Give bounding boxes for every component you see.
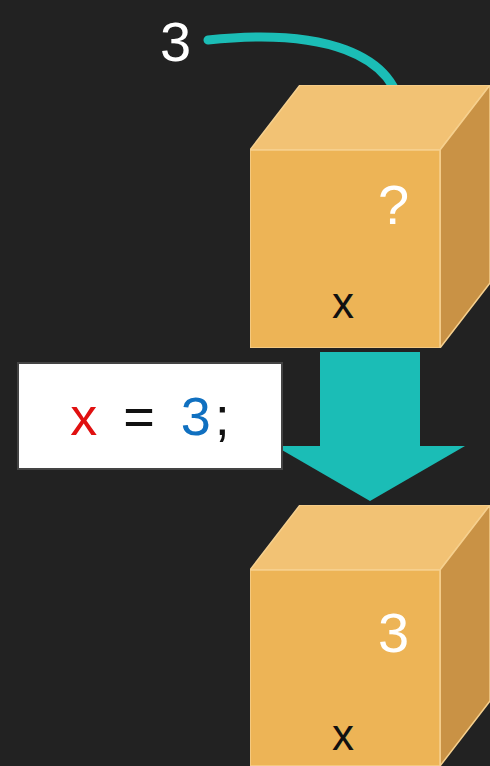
cube-shape xyxy=(250,505,490,766)
assign-arrow xyxy=(275,352,465,501)
variable-name: x xyxy=(332,713,354,757)
code-token: = xyxy=(123,389,155,443)
cube-front xyxy=(250,150,440,348)
box-value: 3 xyxy=(378,605,409,661)
cube-shape xyxy=(250,85,490,348)
variable-box: ?x xyxy=(250,85,490,348)
cube-side xyxy=(440,505,490,766)
code-token: ; xyxy=(215,389,230,443)
variable-box: 3x xyxy=(250,505,490,766)
value-label: 3 xyxy=(160,14,191,70)
code-token: 3 xyxy=(181,389,211,443)
variable-name: x xyxy=(332,281,354,325)
cube-front xyxy=(250,570,440,766)
cube-side xyxy=(440,85,490,348)
box-value: ? xyxy=(378,177,409,233)
code-token: x xyxy=(70,389,97,443)
code-box: x = 3; xyxy=(17,362,283,470)
